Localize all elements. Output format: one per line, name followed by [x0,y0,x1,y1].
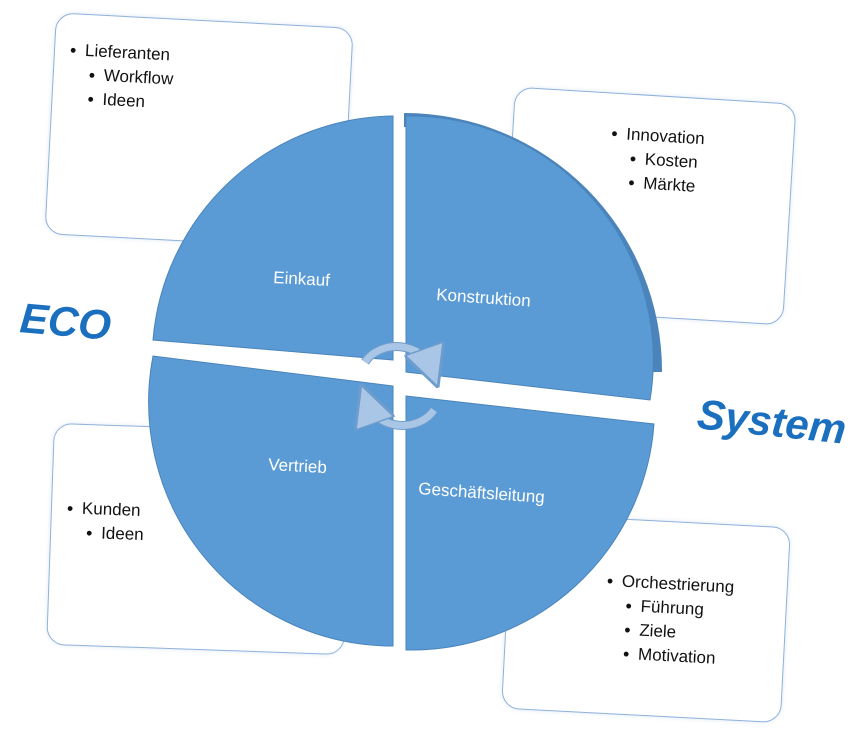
quadrant-einkauf [152,115,394,361]
quadrant-label-vertrieb: Vertrieb [268,455,328,477]
eco-label: ECO [18,294,113,349]
quadrant-label-einkauf: Einkauf [273,268,331,290]
quadrant-vertrieb [148,355,394,647]
quadrant-konstruktion [405,115,654,401]
cycle-arrows-icon [365,347,434,426]
quadrant-geschaeftsleitung [405,395,655,651]
